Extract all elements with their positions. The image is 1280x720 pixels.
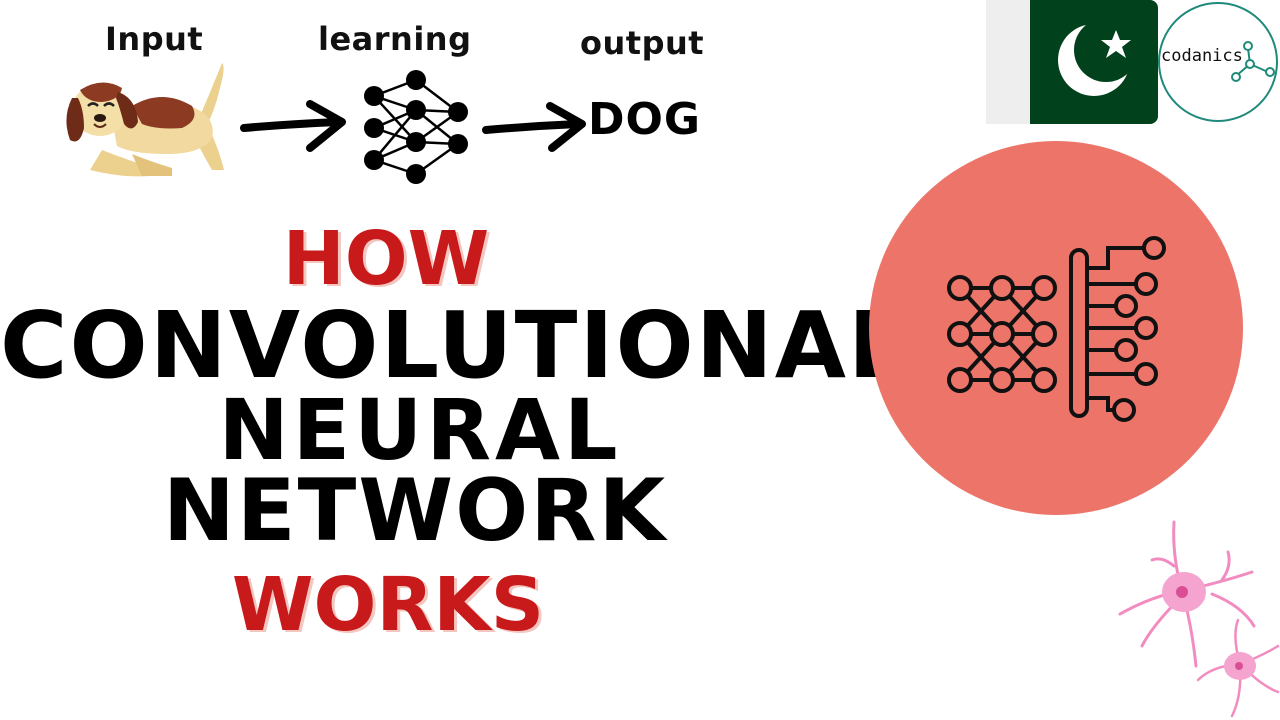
title-how: HOW bbox=[282, 216, 490, 302]
output-label: output bbox=[580, 24, 705, 62]
learning-label: learning bbox=[318, 20, 472, 58]
arrow-right-icon bbox=[240, 100, 346, 152]
title-network: NETWORK bbox=[162, 461, 668, 561]
title-neural: NEURAL bbox=[218, 381, 622, 479]
arrow-right-icon bbox=[482, 102, 586, 152]
input-label: Input bbox=[105, 20, 204, 58]
pakistan-flag-icon bbox=[986, 0, 1158, 124]
neural-network-icon bbox=[364, 70, 468, 184]
codanics-logo-text: codanics bbox=[1161, 46, 1243, 66]
output-value: DOG bbox=[588, 94, 702, 145]
neural-network-circle-icon bbox=[869, 141, 1243, 515]
title-works: WORKS bbox=[231, 562, 545, 648]
dog-illustration bbox=[66, 63, 224, 177]
neuron-cell-icon bbox=[1118, 520, 1280, 718]
codanics-logo bbox=[1158, 2, 1278, 122]
title-convolutional: CONVOLUTIONAL bbox=[0, 292, 909, 399]
